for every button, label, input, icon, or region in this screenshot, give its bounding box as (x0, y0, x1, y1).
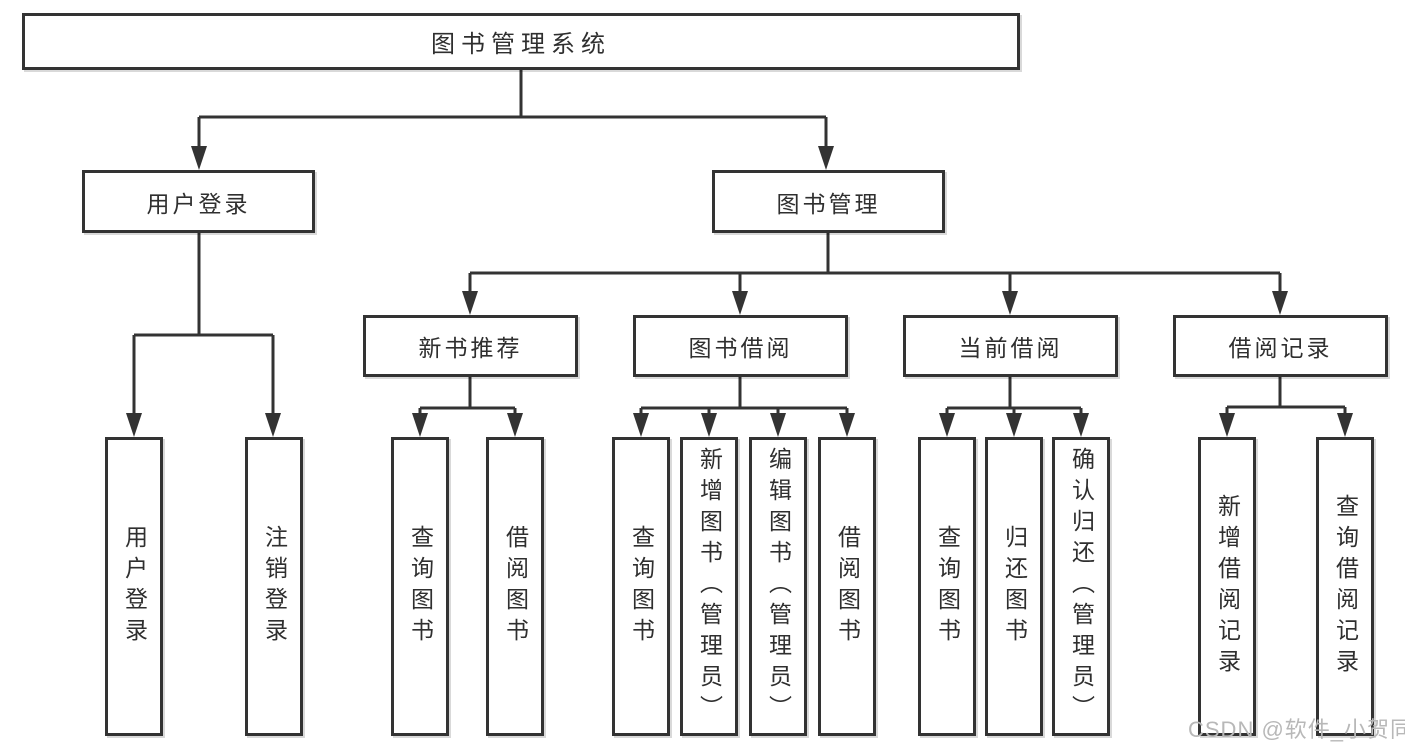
leaf-confirm-return-admin: 确认归还（管理员） (1052, 437, 1110, 736)
node-user-login: 用户登录 (82, 170, 315, 233)
node-borrowing-records: 借阅记录 (1173, 315, 1388, 377)
node-new-book-recommend: 新书推荐 (363, 315, 578, 377)
leaf-user-login: 用户登录 (105, 437, 163, 736)
leaf-query-borrow-record: 查询借阅记录 (1316, 437, 1374, 736)
leaf-borrow-books: 借阅图书 (818, 437, 876, 736)
leaf-label: 注销登录 (261, 524, 288, 649)
leaf-label: 归还图书 (1001, 524, 1028, 649)
leaf-query-books-current: 查询图书 (918, 437, 976, 736)
leaf-label: 查询图书 (407, 524, 434, 649)
node-book-management: 图书管理 (712, 170, 945, 233)
leaf-label: 借阅图书 (502, 524, 529, 649)
leaf-return-books: 归还图书 (985, 437, 1043, 736)
leaf-label: 查询图书 (628, 524, 655, 649)
leaf-add-borrow-record: 新增借阅记录 (1198, 437, 1256, 736)
node-library-management-system: 图书管理系统 (22, 13, 1020, 70)
leaf-label: 新增借阅记录 (1214, 493, 1241, 680)
leaf-query-books-recommend: 查询图书 (391, 437, 449, 736)
leaf-label: 新增图书（管理员） (696, 447, 723, 726)
node-current-borrowing: 当前借阅 (903, 315, 1118, 377)
leaf-label: 借阅图书 (834, 524, 861, 649)
leaf-label: 确认归还（管理员） (1068, 447, 1095, 726)
leaf-label: 查询借阅记录 (1332, 493, 1359, 680)
leaf-label: 查询图书 (934, 524, 961, 649)
node-book-borrowing: 图书借阅 (633, 315, 848, 377)
leaf-borrow-books-recommend: 借阅图书 (486, 437, 544, 736)
leaf-logout: 注销登录 (245, 437, 303, 736)
csdn-watermark: CSDN @软件_小贺同学 (1188, 717, 1405, 742)
leaf-label: 编辑图书（管理员） (765, 447, 792, 726)
leaf-label: 用户登录 (121, 524, 148, 649)
leaf-query-books-borrowing: 查询图书 (612, 437, 670, 736)
leaf-edit-book-admin: 编辑图书（管理员） (749, 437, 807, 736)
leaf-add-book-admin: 新增图书（管理员） (680, 437, 738, 736)
